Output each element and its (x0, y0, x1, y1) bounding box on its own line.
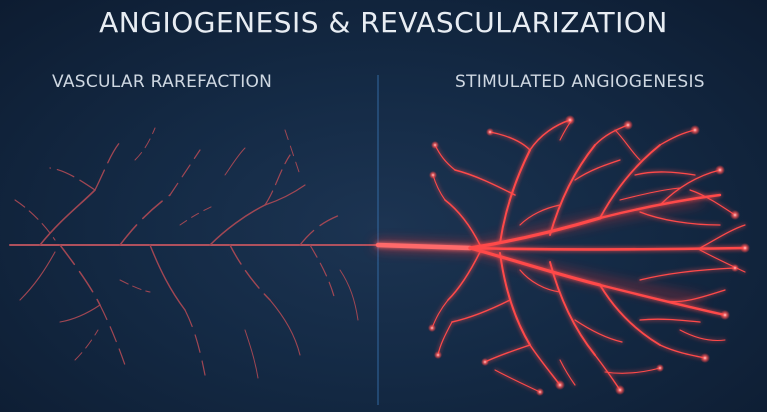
diagram-title: ANGIOGENESIS & REVASCULARIZATION (99, 6, 668, 39)
left-panel-label: VASCULAR RAREFACTION (52, 72, 273, 92)
right-panel-label: STIMULATED ANGIOGENESIS (455, 72, 705, 92)
angiogenic-vessels (374, 115, 750, 396)
vessel-tips (428, 115, 750, 396)
rarefied-vessels (9, 127, 379, 379)
